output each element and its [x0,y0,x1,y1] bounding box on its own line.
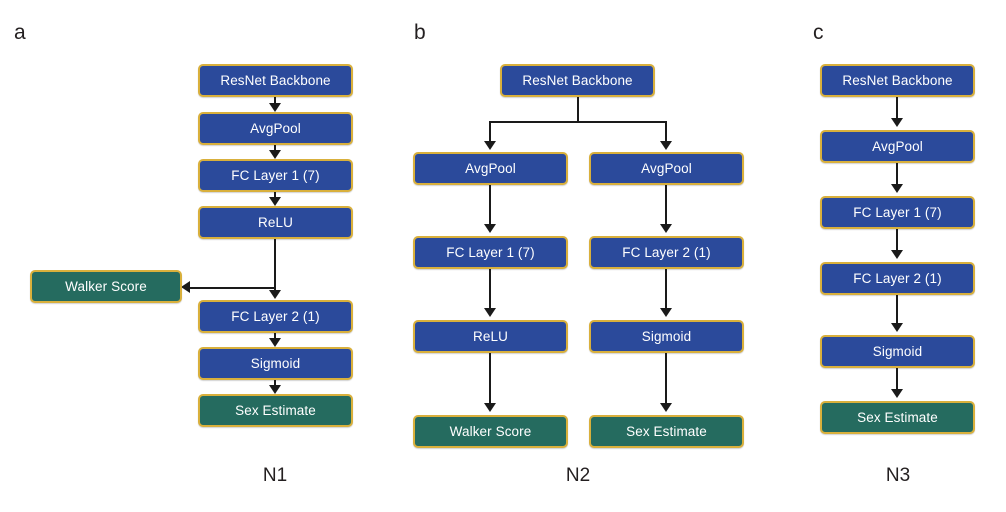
panel-letter-c: c [813,21,824,44]
edge-b-right-2-arrowhead [660,308,672,317]
edge-b-right-1-arrowhead [660,224,672,233]
node-sigmoid-a: Sigmoid [198,347,353,380]
node-resnet-backbone-c: ResNet Backbone [820,64,975,97]
edge-a-2-line [274,145,276,153]
edge-b-right-1-line [665,185,667,228]
edge-b-right-3-arrowhead [660,403,672,412]
panel-caption-n1: N1 [262,465,288,486]
edge-b-right-3-line [665,353,667,407]
node-avgpool-c: AvgPool [820,130,975,163]
edge-b-left-3-line [489,353,491,407]
edge-a-trunk-line [274,239,276,296]
node-resnet-backbone-a: ResNet Backbone [198,64,353,97]
edge-c-5-line [896,368,898,393]
edge-b-left-1-line [489,185,491,228]
edge-b-split-right-drop [665,121,667,145]
edge-b-split-left-arrowhead [484,141,496,150]
edge-b-split-right-arrowhead [660,141,672,150]
panel-caption-n3: N3 [885,465,911,486]
node-sex-estimate-b: Sex Estimate [589,415,744,448]
node-relu-a: ReLU [198,206,353,239]
edge-c-5-arrowhead [891,389,903,398]
node-resnet-backbone-b: ResNet Backbone [500,64,655,97]
node-fc-layer-2-c: FC Layer 2 (1) [820,262,975,295]
node-sigmoid-c: Sigmoid [820,335,975,368]
edge-a-1-arrowhead [269,103,281,112]
node-fc-layer-2-a: FC Layer 2 (1) [198,300,353,333]
edge-a-3-arrowhead [269,197,281,206]
edge-b-right-2-line [665,269,667,312]
edge-b-split-left-drop [489,121,491,145]
node-fc-layer-1-a: FC Layer 1 (7) [198,159,353,192]
edge-b-left-2-arrowhead [484,308,496,317]
node-sigmoid-b: Sigmoid [589,320,744,353]
node-avgpool-a: AvgPool [198,112,353,145]
node-sex-estimate-c: Sex Estimate [820,401,975,434]
edge-b-left-1-arrowhead [484,224,496,233]
node-fc-layer-2-b: FC Layer 2 (1) [589,236,744,269]
edge-c-3-line [896,229,898,254]
edge-c-1-line [896,97,898,122]
edge-b-left-3-arrowhead [484,403,496,412]
edge-a-6-line [274,380,276,388]
edge-c-3-arrowhead [891,250,903,259]
node-fc-layer-1-b: FC Layer 1 (7) [413,236,568,269]
edge-a-2-arrowhead [269,150,281,159]
edge-a-3-line [274,192,276,200]
edge-a-6-arrowhead [269,385,281,394]
edge-a-1-line [274,97,276,105]
node-sex-estimate-a: Sex Estimate [198,394,353,427]
edge-c-1-arrowhead [891,118,903,127]
node-walker-score-a: Walker Score [30,270,182,303]
panel-letter-b: b [414,21,426,44]
edge-b-left-2-line [489,269,491,312]
panel-caption-n2: N2 [565,465,591,486]
node-avgpool-b-right: AvgPool [589,152,744,185]
edge-a-trunk-arrowhead [269,290,281,299]
edge-a-5-line [274,333,276,341]
edge-a-walker-arrowhead [181,281,190,293]
edge-c-2-arrowhead [891,184,903,193]
edge-b-split-bar [489,121,667,123]
edge-a-5-arrowhead [269,338,281,347]
edge-a-walker-branch-line [190,287,276,289]
node-walker-score-b: Walker Score [413,415,568,448]
edge-b-split-stem [577,97,579,123]
edge-c-4-line [896,295,898,327]
edge-c-4-arrowhead [891,323,903,332]
node-avgpool-b-left: AvgPool [413,152,568,185]
node-fc-layer-1-c: FC Layer 1 (7) [820,196,975,229]
panel-letter-a: a [14,21,26,44]
node-relu-b: ReLU [413,320,568,353]
edge-c-2-line [896,163,898,188]
